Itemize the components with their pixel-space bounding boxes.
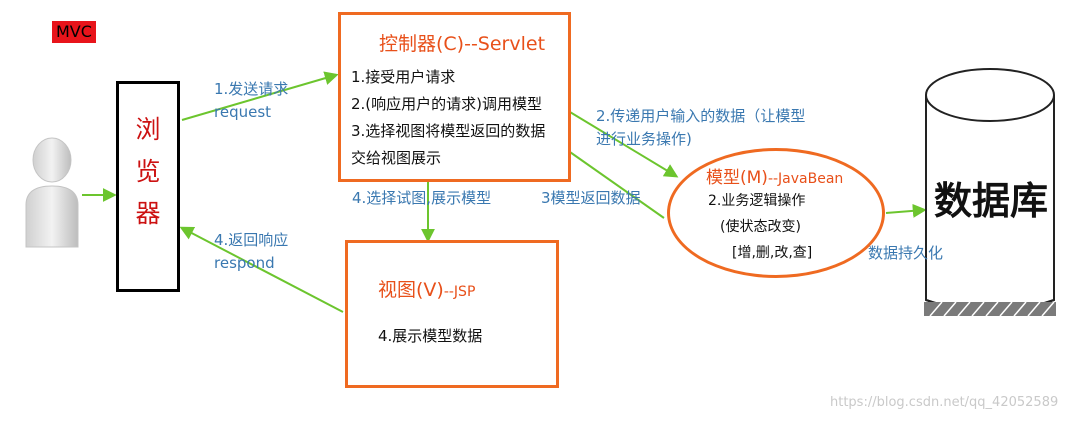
browser-char: 浏 (135, 115, 161, 144)
model-lines: 2.业务逻辑操作 (使状态改变) [增,删,改,查] (708, 188, 812, 266)
label-line: 4.返回响应 (214, 231, 289, 249)
controller-step: 交给视图展示 (351, 149, 442, 167)
browser-label: 浏 览 器 (119, 109, 177, 235)
model-title: 模型(M)--JavaBean (706, 163, 843, 188)
label-line: 进行业务操作) (596, 130, 692, 148)
browser-char: 器 (135, 199, 161, 228)
view-title-main: 视图(V) (378, 279, 444, 301)
controller-title: 控制器(C)--Servlet (379, 33, 546, 55)
label-model-return: 3模型返回数据 (541, 189, 641, 207)
label-pass-data: 2.传递用户输入的数据（让模型 进行业务操作) (596, 105, 805, 151)
view-title: 视图(V)--JSP (378, 275, 475, 302)
arrow-controller-to-model (559, 105, 679, 178)
label-send-request: 1.发送请求 request (214, 78, 288, 124)
label-select-view: 4.选择试图,展示模型 (352, 189, 492, 207)
view-box: 视图(V)--JSP 4.展示模型数据 (345, 240, 559, 388)
label-line: 2.传递用户输入的数据（让模型 (596, 107, 806, 125)
database-label: 数据库 (934, 179, 1049, 223)
view-title-sub: --JSP (443, 284, 476, 300)
label-respond: 4.返回响应 respond (214, 229, 288, 275)
browser-char: 览 (135, 157, 161, 186)
mvc-tag: MVC (52, 21, 96, 43)
controller-steps: 1.接受用户请求 2.(响应用户的请求)调用模型 3.选择视图将模型返回的数据 … (351, 64, 545, 172)
controller-step: 3.选择视图将模型返回的数据 (351, 122, 546, 140)
database-icon (924, 68, 1056, 317)
label-line: 1.发送请求 (214, 80, 289, 98)
controller-box: 控制器(C)--Servlet 1.接受用户请求 2.(响应用户的请求)调用模型… (338, 12, 571, 182)
model-title-sub: --JavaBean (767, 171, 844, 187)
model-ellipse: 模型(M)--JavaBean 2.业务逻辑操作 (使状态改变) [增,删,改,… (667, 148, 885, 278)
view-step: 4.展示模型数据 (378, 327, 483, 345)
label-persist: 数据持久化 (868, 244, 944, 262)
model-line: (使状态改变) (720, 219, 801, 235)
model-line: 2.业务逻辑操作 (708, 193, 806, 209)
browser-box: 浏 览 器 (116, 81, 180, 292)
label-line: request (214, 103, 272, 121)
user-icon (25, 137, 79, 248)
label-line: respond (214, 254, 275, 272)
arrow-view-to-browser (179, 226, 344, 313)
model-title-main: 模型(M) (706, 168, 768, 188)
watermark: https://blog.csdn.net/qq_42052589 (830, 395, 1059, 410)
arrow-browser-to-controller (181, 71, 339, 121)
controller-step: 2.(响应用户的请求)调用模型 (351, 95, 543, 113)
controller-step: 1.接受用户请求 (351, 68, 456, 86)
model-line: [增,删,改,查] (732, 245, 813, 261)
arrow-model-to-database (885, 203, 927, 218)
